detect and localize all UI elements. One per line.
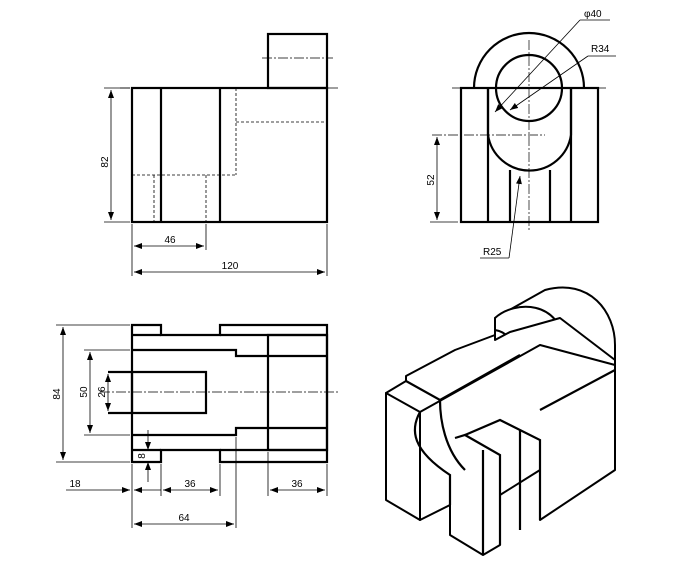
dim-r25-label: R25 bbox=[483, 247, 502, 258]
dim-50-label: 50 bbox=[79, 386, 90, 398]
isometric-view bbox=[385, 286, 616, 556]
dim-82-label: 82 bbox=[100, 156, 111, 168]
top-view-u-slot bbox=[108, 370, 208, 415]
top-view-slot bbox=[132, 348, 268, 437]
dim-46-label: 46 bbox=[164, 235, 176, 246]
dim-36-notch-label: 36 bbox=[184, 479, 196, 490]
dim-52-label: 52 bbox=[426, 174, 437, 186]
u-slot bbox=[486, 88, 573, 172]
dim-120-label: 120 bbox=[222, 261, 239, 272]
top-view: 84 50 26 8 18 36 36 64 bbox=[52, 323, 338, 528]
side-view-body bbox=[459, 86, 600, 224]
dim-26-label: 26 bbox=[97, 386, 108, 398]
dim-r34-label: R34 bbox=[591, 44, 610, 55]
top-view-outline bbox=[130, 323, 329, 464]
front-view: 82 46 120 bbox=[100, 32, 338, 276]
dim-8-label: 8 bbox=[137, 453, 148, 459]
top-view-boss bbox=[266, 333, 329, 452]
dim-36-boss-label: 36 bbox=[291, 479, 303, 490]
outer-arc bbox=[472, 31, 586, 89]
front-view-boss bbox=[266, 32, 329, 90]
dim-64-label: 64 bbox=[178, 513, 190, 524]
dim-phi40-label: φ40 bbox=[584, 9, 602, 20]
dim-18-label: 18 bbox=[69, 479, 81, 490]
dim-84-label: 84 bbox=[52, 388, 63, 400]
side-view: φ40 R34 R25 52 bbox=[426, 9, 616, 259]
